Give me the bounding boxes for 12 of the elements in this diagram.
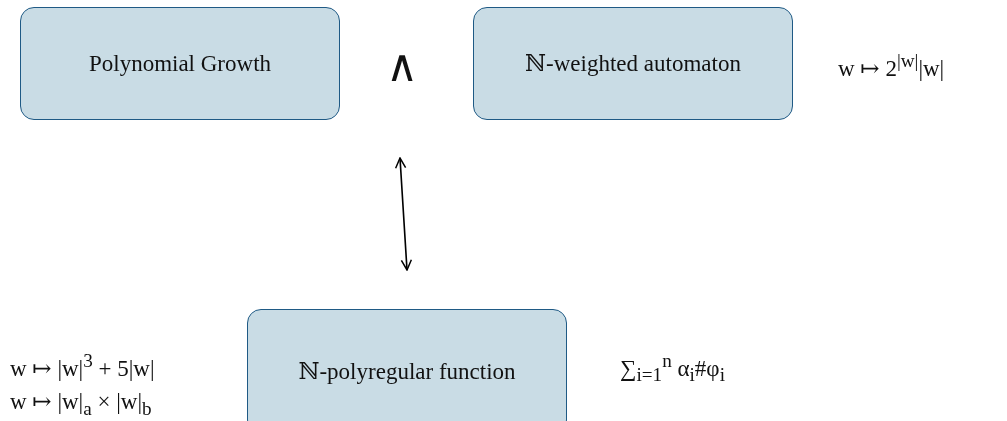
process-box [247, 309, 567, 421]
formula-text: ∑$_{i=1}$$^{n}$ α$_{i}$#φ$_{i}$ [620, 350, 725, 387]
box-label: Polynomial Growth [88, 50, 272, 77]
double-arrow [394, 157, 413, 271]
formula-text: w ↦ |w|$_{a}$ × |w|$_{b}$ [10, 388, 152, 420]
process-box [20, 7, 340, 120]
formula-text: w ↦ |w|$^{3}$ + 5|w| [10, 350, 155, 382]
process-box [473, 7, 793, 120]
box-label: ℕ-polyregular function [298, 358, 516, 385]
formula-text: w ↦ 2$^{|w|}$|w| [838, 50, 945, 82]
conjunction-symbol: ∧ [386, 41, 419, 92]
box-label: ℕ-weighted automaton [525, 50, 741, 77]
